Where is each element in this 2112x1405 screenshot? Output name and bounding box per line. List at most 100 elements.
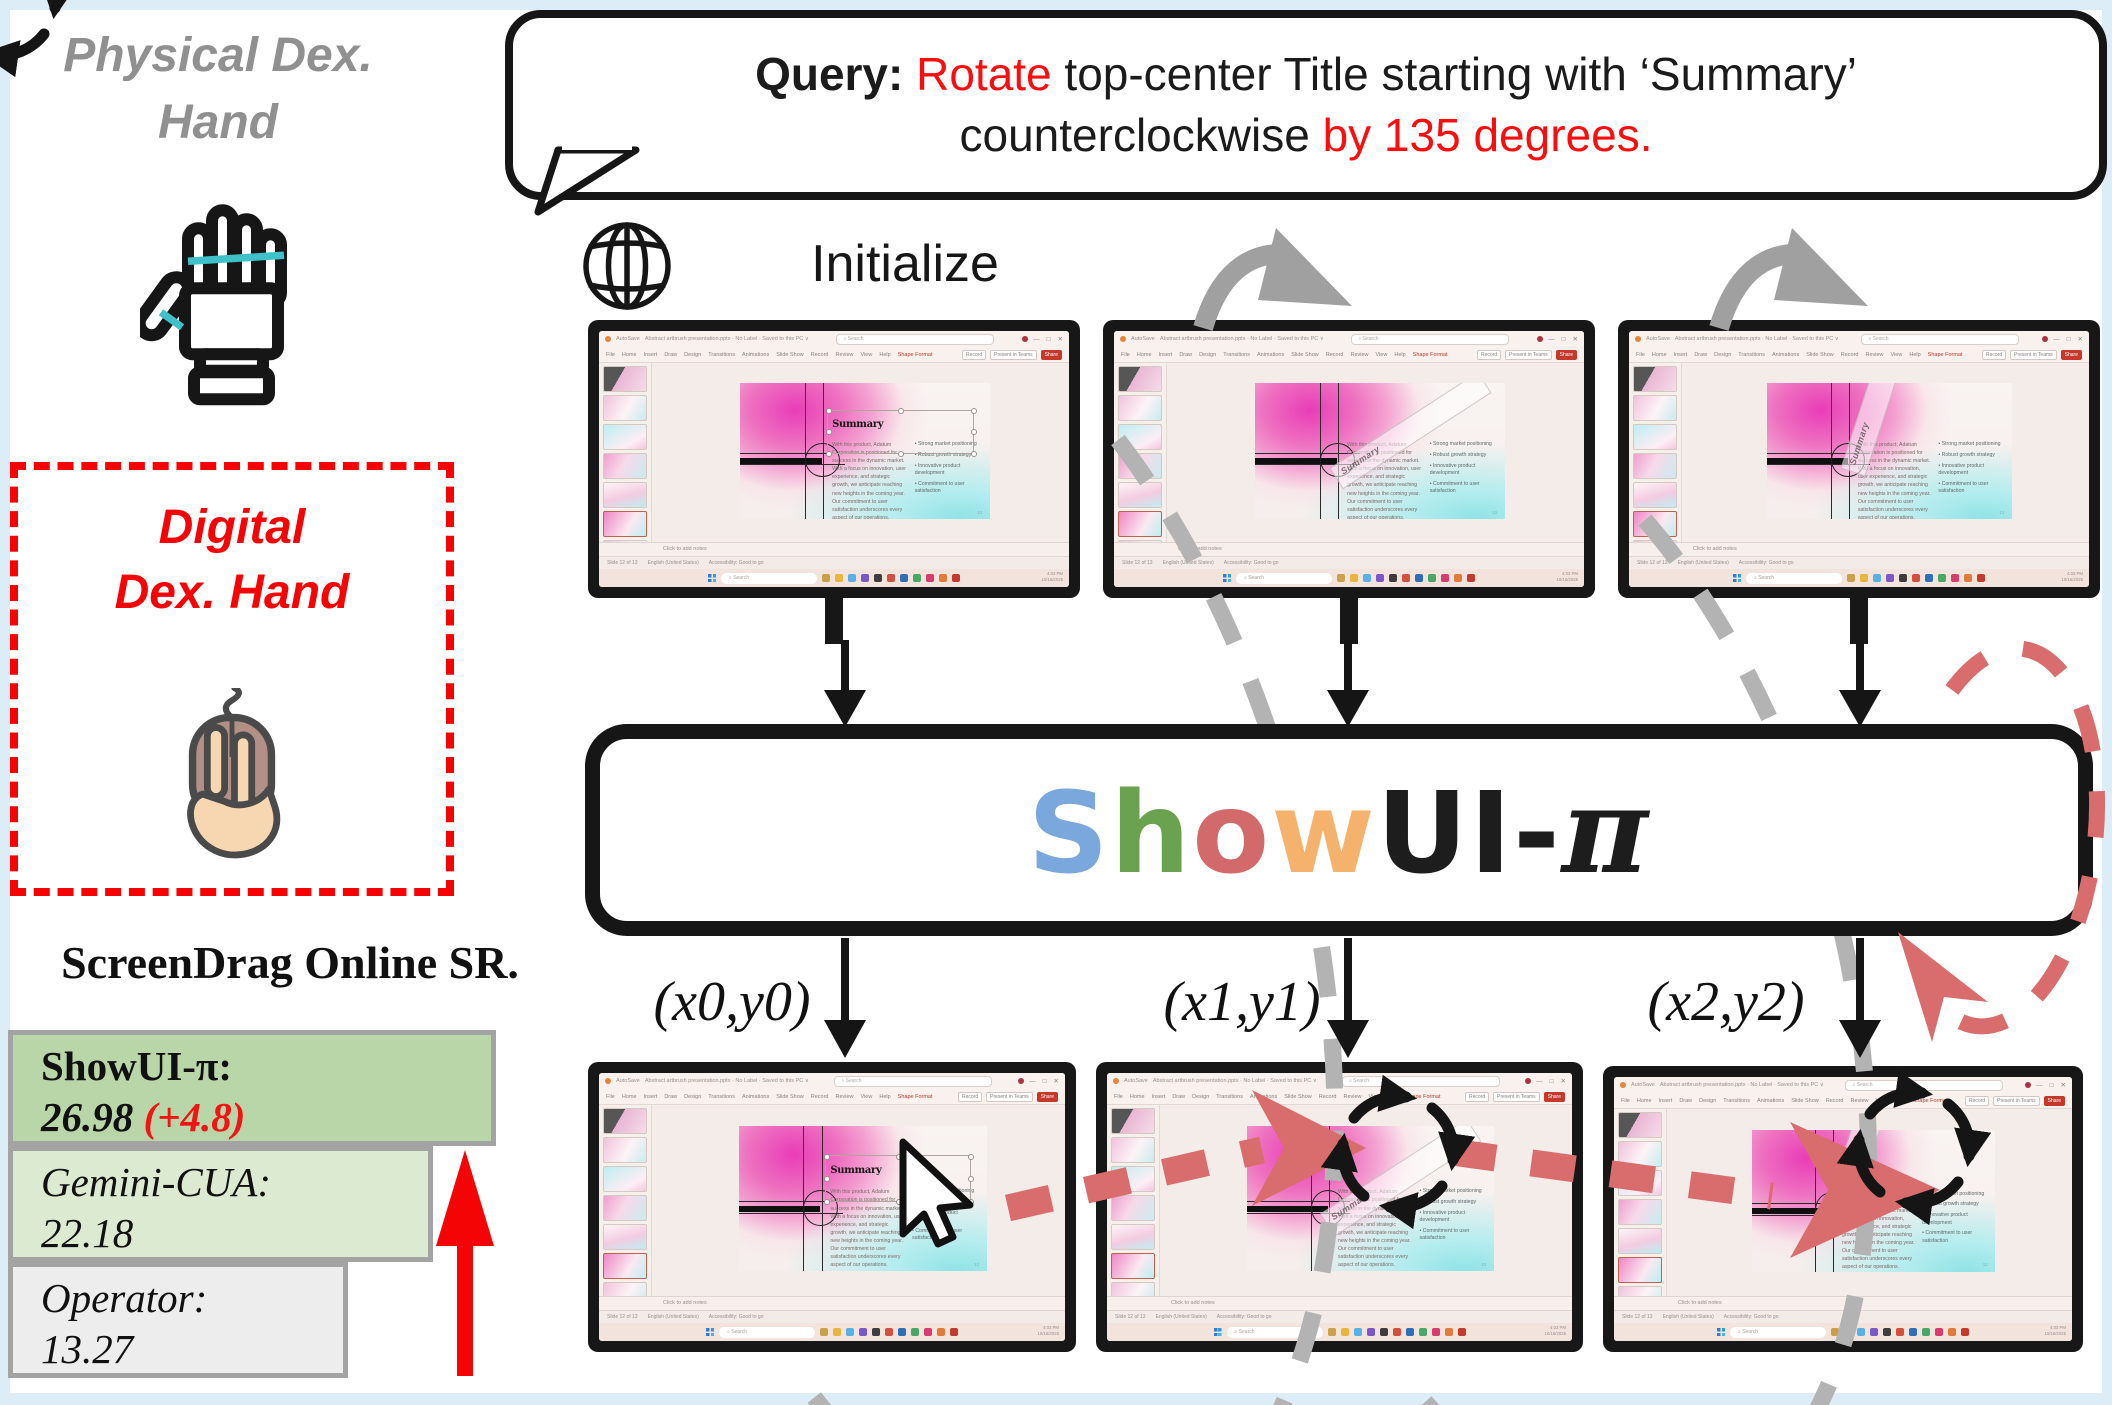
- action-chip[interactable]: Record: [1981, 349, 2007, 360]
- ribbon-tab[interactable]: Insert: [1158, 351, 1173, 358]
- ribbon-tab[interactable]: Record: [1318, 1093, 1337, 1100]
- taskbar-app-icon[interactable]: [1353, 1328, 1362, 1336]
- ribbon-tab[interactable]: Animations: [741, 351, 770, 358]
- slide-thumbnail[interactable]: [1111, 1282, 1155, 1296]
- ribbon-tab[interactable]: Draw: [1694, 351, 1708, 358]
- slide-thumbnail[interactable]: [1118, 395, 1162, 421]
- taskbar-app-icon[interactable]: [861, 574, 869, 582]
- ribbon-tab[interactable]: Help: [1894, 1097, 1906, 1104]
- selection-handle[interactable]: [823, 1198, 830, 1205]
- taskbar-app-icon[interactable]: [1883, 1328, 1891, 1336]
- slide-thumbnail[interactable]: [1111, 1137, 1155, 1163]
- ribbon-tab[interactable]: Home: [621, 1093, 637, 1100]
- action-chip[interactable]: Share: [2060, 349, 2082, 360]
- ribbon-tab[interactable]: Draw: [1679, 1097, 1693, 1104]
- window-control-button[interactable]: —: [2053, 335, 2060, 343]
- taskbar-app-icon[interactable]: [1441, 574, 1449, 582]
- selection-handle[interactable]: [823, 1153, 830, 1160]
- taskbar-search[interactable]: ⌕ Search: [1746, 572, 1842, 584]
- slide-thumbnail[interactable]: [603, 1137, 647, 1163]
- slide-thumbnail[interactable]: [1118, 366, 1162, 392]
- ribbon-tab[interactable]: Animations: [1756, 1097, 1785, 1104]
- selection-handle[interactable]: [825, 408, 832, 415]
- taskbar-app-icon[interactable]: [1431, 1328, 1440, 1336]
- taskbar-app-icon[interactable]: [913, 574, 921, 582]
- account-avatar[interactable]: [2025, 1082, 2032, 1088]
- ribbon-tab[interactable]: Animations: [741, 1093, 770, 1100]
- account-avatar[interactable]: [1018, 1078, 1025, 1084]
- window-control-button[interactable]: —: [2036, 1081, 2043, 1089]
- taskbar-app-icon[interactable]: [1363, 574, 1371, 582]
- slide-thumbnail[interactable]: [1633, 424, 1677, 450]
- taskbar-app-icon[interactable]: [846, 1328, 854, 1336]
- taskbar-app-icon[interactable]: [1389, 574, 1397, 582]
- ribbon-tab[interactable]: Design: [684, 351, 702, 358]
- taskbar-app-icon[interactable]: [898, 1328, 906, 1336]
- taskbar-app-icon[interactable]: [1454, 574, 1462, 582]
- action-chip[interactable]: Record: [1464, 1091, 1490, 1102]
- selection-handle[interactable]: [970, 450, 977, 457]
- ribbon-tab[interactable]: Transitions: [708, 1093, 735, 1100]
- window-control-button[interactable]: ✕: [1572, 336, 1578, 343]
- ribbon-tab[interactable]: Transitions: [1723, 1097, 1750, 1104]
- ribbon-tab[interactable]: Review: [1865, 351, 1884, 358]
- account-avatar[interactable]: [1022, 336, 1029, 342]
- taskbar-search[interactable]: ⌕ Search: [1236, 572, 1332, 584]
- ribbon-tab[interactable]: Insert: [643, 351, 658, 358]
- slide-thumbnail[interactable]: [603, 511, 647, 537]
- action-chip[interactable]: Record: [1964, 1095, 1990, 1106]
- ribbon-tab-active[interactable]: Shape Format: [897, 351, 933, 358]
- taskbar-app-icon[interactable]: [887, 574, 895, 582]
- selection-handle[interactable]: [825, 450, 832, 457]
- action-chip[interactable]: Record: [961, 349, 987, 360]
- taskbar-app-icon[interactable]: [1899, 574, 1907, 582]
- autosave-toggle[interactable]: AutoSave: [616, 1078, 640, 1084]
- ribbon-tab[interactable]: Animations: [1256, 351, 1285, 358]
- slide-thumbnail[interactable]: [1111, 1195, 1155, 1221]
- slide-thumbnail[interactable]: [1633, 395, 1677, 421]
- ribbon-tab[interactable]: File: [606, 351, 615, 358]
- ribbon-tab[interactable]: Help: [1394, 351, 1406, 358]
- ribbon-tab[interactable]: Help: [1387, 1093, 1399, 1100]
- slide-thumbnail[interactable]: [1633, 453, 1677, 479]
- action-chip[interactable]: Share: [1555, 349, 1577, 360]
- taskbar-app-icon[interactable]: [1366, 1328, 1375, 1336]
- window-control-button[interactable]: □: [2049, 1081, 2054, 1089]
- ribbon-tab-active[interactable]: Shape Format: [1927, 351, 1963, 358]
- taskbar-app-icon[interactable]: [911, 1328, 919, 1336]
- ribbon-tab[interactable]: Slide Show: [1791, 1097, 1819, 1104]
- taskbar-app-icon[interactable]: [1379, 1328, 1388, 1336]
- taskbar-app-icon[interactable]: [937, 1328, 945, 1336]
- taskbar-app-icon[interactable]: [1337, 574, 1345, 582]
- ribbon-tab[interactable]: Transitions: [708, 351, 735, 358]
- slide-thumbnail[interactable]: [1111, 1108, 1155, 1134]
- slide-thumbnail[interactable]: [1633, 482, 1677, 508]
- ribbon-tab[interactable]: Record: [810, 1093, 829, 1100]
- slide-thumbnail[interactable]: [603, 1166, 647, 1192]
- notes-placeholder[interactable]: Click to add notes: [599, 1296, 1065, 1310]
- search-input[interactable]: ⌕ Search: [1845, 1079, 2004, 1091]
- notes-placeholder[interactable]: Click to add notes: [1107, 1296, 1572, 1310]
- window-control-button[interactable]: □: [1549, 1077, 1554, 1085]
- slide-thumbnail[interactable]: [603, 1253, 647, 1279]
- action-chip[interactable]: Share: [2043, 1095, 2065, 1106]
- window-control-button[interactable]: ✕: [1053, 1078, 1059, 1085]
- search-input[interactable]: ⌕ Search: [1351, 333, 1510, 345]
- ribbon-tab[interactable]: File: [606, 1093, 615, 1100]
- windows-start-icon[interactable]: [708, 574, 716, 582]
- action-chip[interactable]: Share: [1040, 349, 1062, 360]
- window-control-button[interactable]: ✕: [1560, 1078, 1566, 1085]
- window-control-button[interactable]: —: [1536, 1077, 1543, 1085]
- ribbon-tab[interactable]: Record: [1840, 351, 1859, 358]
- windows-start-icon[interactable]: [1223, 574, 1231, 582]
- slide-thumbnail[interactable]: [1618, 1286, 1662, 1296]
- ribbon-tab[interactable]: Design: [1699, 1097, 1717, 1104]
- ribbon-tab[interactable]: Draw: [664, 351, 678, 358]
- taskbar-app-icon[interactable]: [1418, 1328, 1427, 1336]
- selection-handle[interactable]: [967, 1153, 974, 1160]
- ribbon-tab[interactable]: Insert: [1673, 351, 1688, 358]
- notes-placeholder[interactable]: Click to add notes: [1629, 542, 2089, 556]
- ribbon-tab[interactable]: File: [1114, 1093, 1123, 1100]
- selection-handle[interactable]: [967, 1176, 974, 1183]
- taskbar-app-icon[interactable]: [1873, 574, 1881, 582]
